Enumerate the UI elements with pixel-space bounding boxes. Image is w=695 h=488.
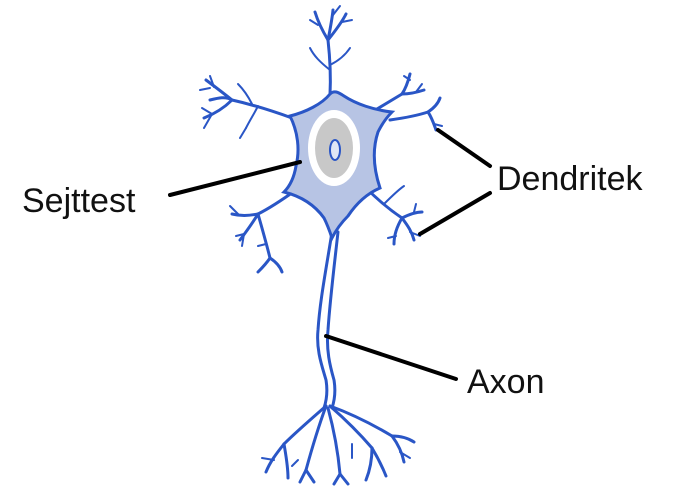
leader-line-dendrite-upper <box>438 130 490 166</box>
label-soma: Sejttest <box>22 182 136 220</box>
leader-line-dendrite-lower <box>420 193 490 234</box>
label-axon: Axon <box>467 363 545 401</box>
neuron <box>200 6 442 484</box>
dendrite-lower-left <box>230 190 296 272</box>
label-dendrites: Dendritek <box>497 160 644 198</box>
axon-terminals <box>262 406 414 484</box>
axon <box>318 232 338 408</box>
dendrite-upper-left <box>200 76 292 138</box>
nucleolus <box>330 140 340 160</box>
leader-line-soma <box>170 162 300 195</box>
dendrite-top <box>310 6 352 95</box>
dendrite-lower-right <box>366 186 422 244</box>
leader-line-axon <box>326 336 456 379</box>
